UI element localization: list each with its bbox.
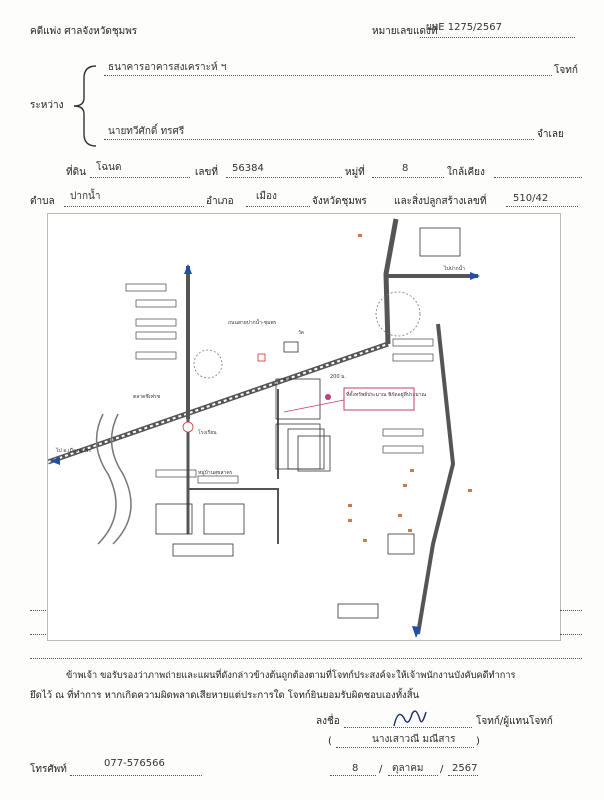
date-month: ตุลาคม (392, 763, 424, 774)
sign-dotline (344, 727, 472, 728)
land-type-dotline (90, 177, 190, 178)
number-label: เลขที่ (195, 167, 218, 178)
left-dotline-1 (30, 610, 46, 611)
plaintiff-role: โจทก์ (554, 65, 578, 76)
amphoe-value: เมือง (256, 191, 277, 202)
land-type-value: โฉนด (96, 162, 122, 173)
defendant-role: จำเลย (537, 129, 564, 140)
number-dotline (226, 177, 342, 178)
number-value: 56384 (232, 163, 264, 174)
arrow-east (470, 272, 480, 280)
map-label-market: ตลาดชีเฟรช (133, 393, 161, 400)
market-circle (193, 349, 223, 379)
main-road-diagonal (48, 341, 389, 465)
date-sep1: / (379, 764, 383, 775)
arrow-west (50, 457, 60, 465)
tambon-value: ปากน้ำ (70, 191, 101, 202)
school-icon (182, 421, 194, 433)
right-dotline-1 (560, 610, 582, 611)
site-markers (348, 234, 472, 542)
soi-road (188, 488, 279, 544)
small-lots (125, 283, 434, 484)
date-sep2: / (440, 764, 444, 775)
signer-name: นางเสาวณี มณีสาร (372, 734, 456, 745)
property-dot (325, 394, 331, 400)
building-icon (283, 341, 299, 353)
court-form-label: คดีแพ่ง ศาลจังหวัดชุมพร (30, 26, 138, 37)
bottom-dotline (30, 658, 582, 659)
date-day: 8 (352, 763, 359, 774)
moo-label: หมู่ที่ (345, 167, 365, 178)
signer-role: โจทก์/ผู้แทนโจทก์ (476, 716, 553, 727)
certification-line2: ยึดไว้ ณ ที่ทำการ หากเกิดความผิดพลาดเสีย… (30, 690, 420, 701)
map-label-to-paknam: ไปปากน้ำ (443, 263, 465, 272)
date-year-dotline (448, 775, 478, 776)
map-label-temple: วัด (298, 330, 304, 336)
phone-dotline (70, 775, 202, 776)
handwritten-signature (393, 710, 427, 727)
map-label-to-chumphon: ไป อ.เมืองชุมพร (55, 447, 91, 454)
moo-value: 8 (402, 163, 409, 174)
map-label-road: ถนนสายปากน้ำ-ชุมพร (228, 317, 277, 326)
tambon-label: ตำบล (30, 196, 55, 207)
arrow-north-left (184, 264, 192, 274)
open-paren: ( (328, 736, 332, 747)
store-icon (257, 353, 266, 362)
date-day-dotline (330, 775, 376, 776)
village-circle (375, 291, 421, 337)
building-block-village (155, 503, 245, 557)
close-paren: ) (476, 736, 480, 747)
location-map: ตลาดชีเฟรช หมู่บ้านสุขสาคร ที่ตั้งทรัพย์… (47, 213, 561, 641)
building-label: และสิ่งปลูกสร้างเลขที่ (394, 196, 487, 207)
river-bank (110, 413, 132, 545)
certification-line1: ข้าพเจ้า ขอรับรองว่าภาพถ่ายและแผนที่ดังก… (66, 670, 516, 681)
phone-label: โทรศัพท์ (30, 764, 67, 775)
map-label-school: โรงเรียน (198, 429, 217, 436)
building-block-north (337, 227, 461, 619)
plaintiff-dotline (104, 75, 552, 76)
property-pointer (283, 399, 345, 413)
curly-brace (73, 65, 97, 147)
building-dotline (506, 206, 578, 207)
case-no-dotline (420, 37, 575, 38)
between-label: ระหว่าง (30, 100, 64, 111)
phone-value: 077-576566 (104, 758, 165, 769)
river (95, 413, 117, 545)
date-month-dotline (388, 775, 438, 776)
plaintiff-name: ธนาคารอาคารสงเคราะห์ ฯ (108, 62, 227, 73)
defendant-dotline (104, 139, 534, 140)
case-no-value: ผบE 1275/2567 (426, 22, 502, 33)
land-type-label: ที่ดิน (66, 167, 86, 178)
map-label-village: หมู่บ้านสุขสาคร (198, 469, 233, 476)
defendant-name: นายทวีศักดิ์ ทรศรี (108, 126, 185, 137)
near-dotline (494, 177, 582, 178)
right-dotline-2 (560, 634, 582, 635)
map-label-distance: 200 ม. (330, 374, 346, 380)
case-no-label: หมายเลขแดงที่ (372, 26, 438, 37)
south-road (416, 323, 456, 635)
amphoe-label: อำเภอ (206, 196, 234, 207)
building-value: 510/42 (513, 193, 549, 204)
property-highlight (343, 387, 415, 411)
building-block-center (275, 378, 331, 472)
arrow-south (412, 626, 421, 638)
map-label-house: ที่ตั้งทรัพย์ประมาณ พิกัดอยู่ที่ประมาณ (346, 389, 427, 398)
north-road (383, 218, 399, 345)
moo-dotline (372, 177, 444, 178)
signer-name-dotline (336, 747, 474, 748)
left-dotline-2 (30, 634, 46, 635)
amphoe-dotline (246, 206, 310, 207)
province-text: จังหวัดชุมพร (312, 196, 367, 207)
date-year: 2567 (452, 763, 478, 774)
sign-label: ลงชื่อ (316, 716, 340, 727)
tambon-dotline (64, 206, 204, 207)
near-label: ใกล้เคียง (447, 167, 485, 178)
